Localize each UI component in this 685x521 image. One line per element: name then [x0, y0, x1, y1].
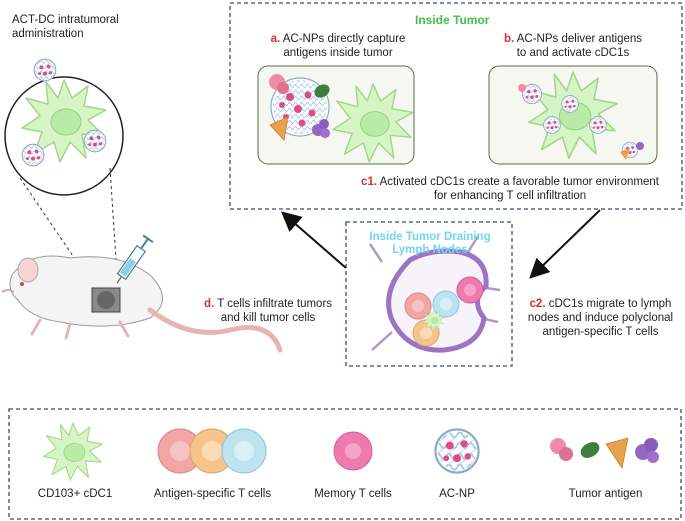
left-label-line2: administration	[12, 28, 84, 40]
caption-d-letter: d.	[203, 298, 215, 310]
caption-c1-line2: for enhancing T cell infiltration	[433, 190, 587, 202]
left-label: ACT-DC intratumoral administration	[12, 13, 119, 41]
acnp-b-2	[561, 95, 579, 113]
antigen-b-pink	[518, 84, 526, 92]
antigen-b-purple	[636, 142, 644, 150]
zoom-line-left	[19, 177, 97, 291]
zoom-line-right	[109, 167, 119, 291]
antigen-green	[314, 84, 330, 98]
left-label-line1: ACT-DC intratumoral	[12, 14, 119, 26]
antigen-orange	[269, 116, 289, 141]
caption-c2-line3: antigen-specific T cells	[542, 326, 659, 338]
acnp-b-3	[543, 116, 561, 134]
antigen-b-orange	[620, 148, 630, 160]
caption-b-letter: b.	[503, 33, 515, 45]
legend-label-tcells: Antigen-specific T cells	[153, 488, 272, 500]
caption-d: d. T cells infiltrate tumors and kill tu…	[193, 297, 343, 325]
acnp-zoom-3	[83, 129, 107, 153]
lymph-title-line1: Inside Tumor Draining	[369, 231, 491, 243]
lymph-node-illustration	[368, 235, 501, 353]
caption-c2-line2: nodes and induce polyclonal	[527, 312, 674, 324]
caption-b-line1: AC-NPs deliver antigens	[516, 33, 643, 45]
caption-a-line2: antigens inside tumor	[283, 47, 393, 59]
caption-b: b. AC-NPs deliver antigens to and activa…	[488, 32, 658, 60]
caption-c1-letter: c1.	[361, 176, 378, 188]
caption-d-line2: and kill tumor cells	[220, 312, 316, 324]
lymph-node-box	[345, 221, 513, 367]
caption-a-letter: a.	[270, 33, 281, 45]
inside-tumor-box	[229, 2, 683, 210]
legend-label-cdc1: CD103+ cDC1	[37, 488, 113, 500]
caption-c2-letter: c2.	[529, 298, 546, 310]
acnp-zoom-1	[33, 58, 57, 82]
caption-c2-line1: cDC1s migrate to lymph	[548, 298, 672, 310]
caption-c1-line1: Activated cDC1s create a favorable tumor…	[379, 176, 659, 188]
legend-acnp-icon	[434, 428, 480, 474]
syringe-icon	[116, 234, 154, 284]
acnp-zoom-2	[21, 143, 45, 167]
lymph-title-line2: Lymph Nodes	[392, 244, 468, 256]
caption-c1: c1. Activated cDC1s create a favorable t…	[345, 175, 675, 203]
caption-d-line1: T cells infiltrate tumors	[217, 298, 333, 310]
antigen-purple	[312, 119, 330, 138]
inside-tumor-title: Inside Tumor	[415, 13, 490, 27]
arrow-d	[280, 211, 347, 269]
caption-a-line1: AC-NPs directly capture	[282, 33, 406, 45]
legend-label-memory: Memory T cells	[314, 488, 392, 500]
legend-cdc1-icon	[43, 422, 103, 481]
caption-b-line2: to and activate cDC1s	[516, 47, 630, 59]
antigen-pink	[269, 74, 289, 94]
acnp-b-4	[589, 116, 607, 134]
lymph-node-title: Inside Tumor Draining Lymph Nodes	[350, 231, 510, 257]
caption-c2: c2. cDC1s migrate to lymph nodes and ind…	[518, 297, 683, 339]
legend-label-antigen: Tumor antigen	[568, 488, 643, 500]
legend-label-acnp: AC-NP	[439, 488, 475, 500]
legend-box	[8, 408, 682, 520]
legend-antigen-icons	[550, 437, 659, 470]
arrow-c2	[529, 209, 601, 279]
caption-a: a. AC-NPs directly capture antigens insi…	[258, 32, 418, 60]
